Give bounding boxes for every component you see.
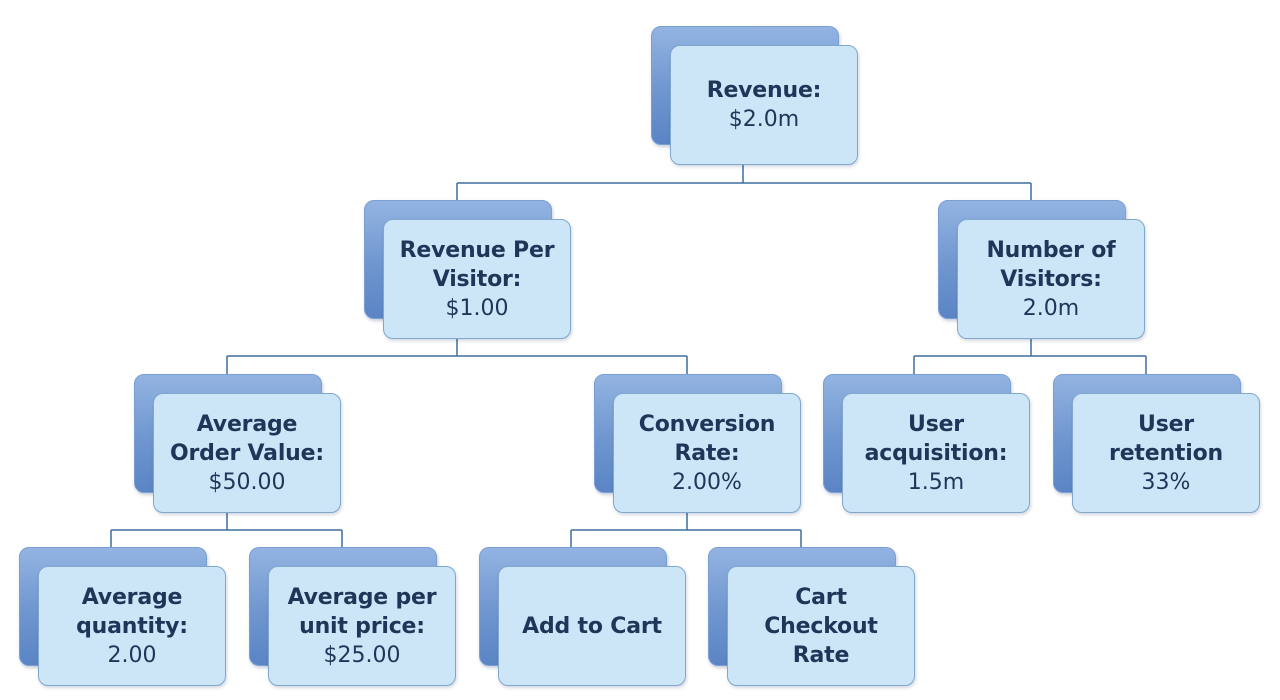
- connector-number-of-visitors: [913, 338, 1147, 393]
- connector-average-order-value: [110, 512, 343, 566]
- node-average-per-unit-price-value: $25.00: [323, 642, 401, 668]
- node-revenue-per-visitor-value: $1.00: [445, 295, 509, 321]
- node-user-acquisition-title: User acquisition:: [864, 411, 1008, 466]
- node-user-acquisition-value: 1.5m: [907, 469, 965, 495]
- connector-revenue: [456, 164, 1032, 219]
- connector-revenue-per-visitor: [226, 338, 688, 393]
- node-number-of-visitors-title: Number of Visitors:: [986, 237, 1116, 292]
- node-revenue-per-visitor-title: Revenue Per Visitor:: [399, 237, 555, 292]
- node-average-order-value-title: Average Order Value:: [170, 411, 324, 466]
- node-revenue-title: Revenue:: [706, 78, 822, 103]
- node-conversion-rate-value: 2.00%: [672, 469, 742, 495]
- node-average-per-unit-price-title: Average per unit price:: [287, 584, 437, 639]
- node-average-order-value-value: $50.00: [208, 469, 286, 495]
- node-average-quantity-value: 2.00: [107, 642, 157, 668]
- node-cart-checkout-rate-title: Cart Checkout Rate: [764, 584, 878, 668]
- node-average-quantity-title: Average quantity:: [76, 584, 188, 639]
- node-revenue-value: $2.0m: [728, 107, 800, 132]
- node-number-of-visitors-value: 2.0m: [1022, 295, 1080, 321]
- node-add-to-cart-title: Add to Cart: [522, 613, 662, 639]
- node-user-retention-value: 33%: [1141, 469, 1191, 495]
- node-user-retention-title: User retention: [1109, 411, 1223, 466]
- connector-conversion-rate: [570, 512, 802, 566]
- node-conversion-rate-title: Conversion Rate:: [638, 411, 776, 466]
